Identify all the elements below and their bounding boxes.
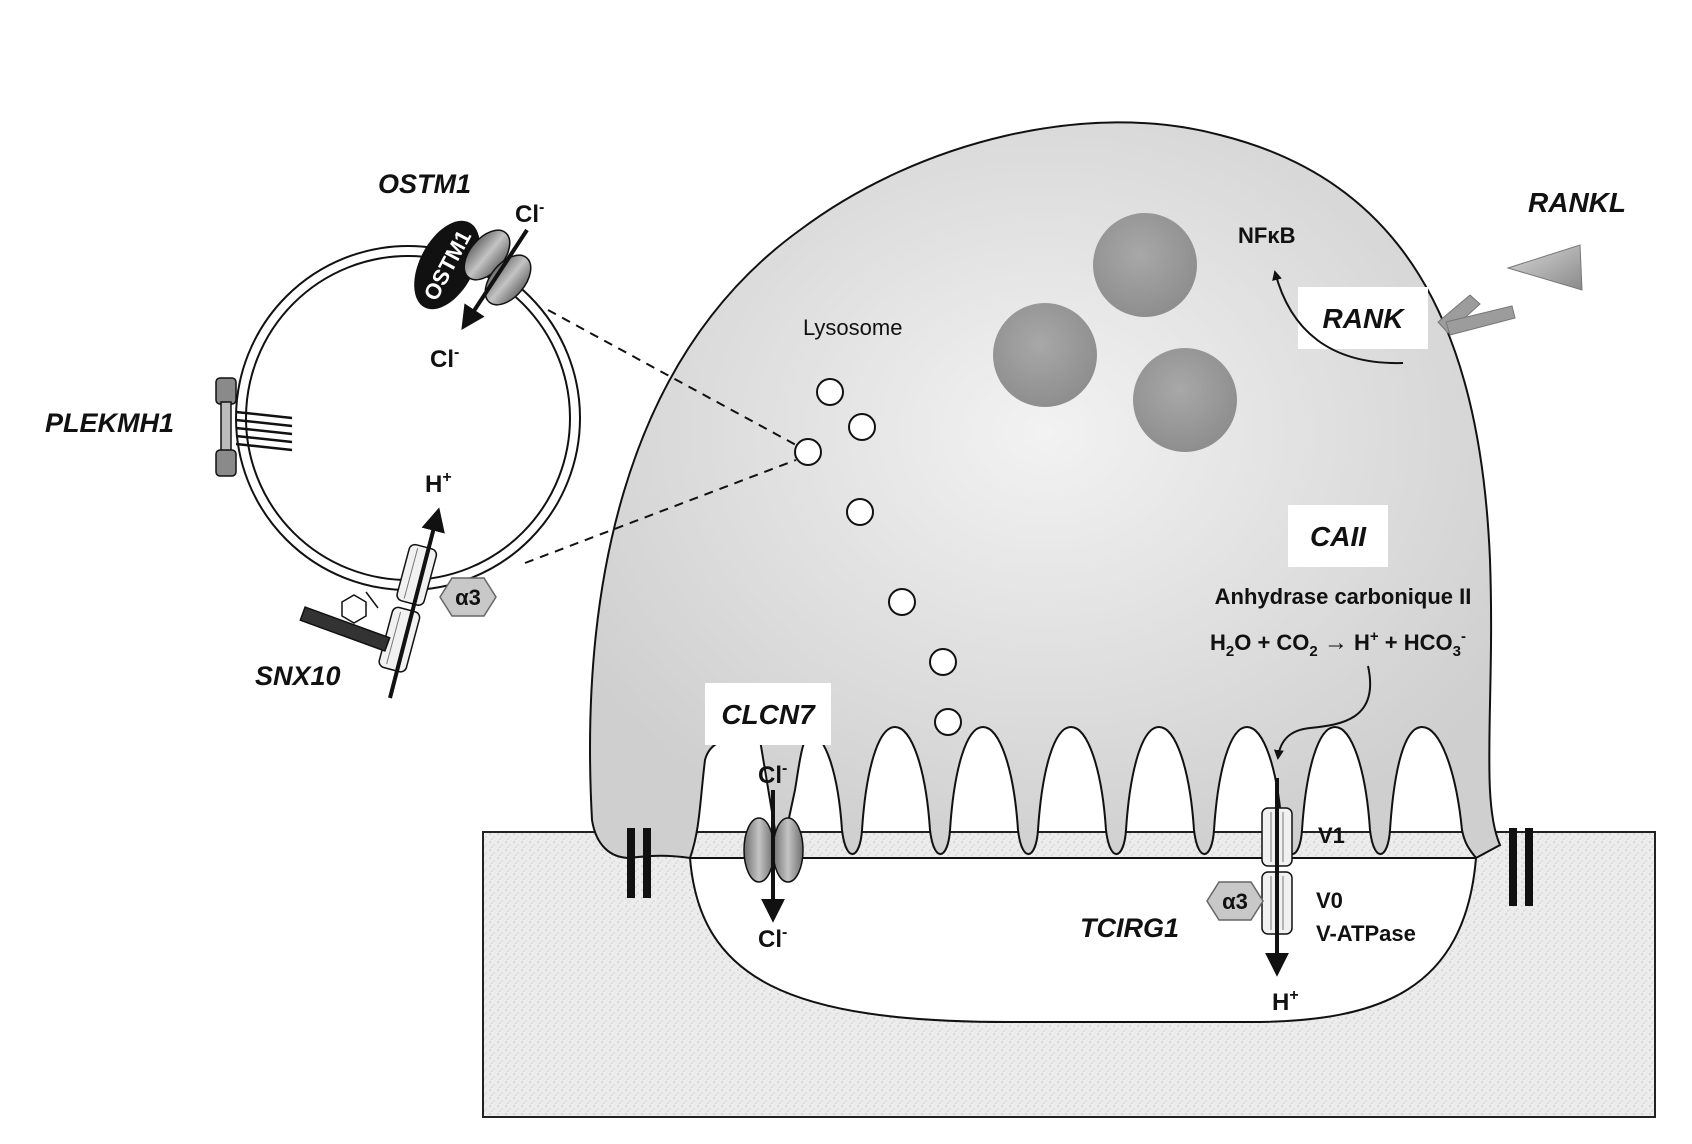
lysosome <box>848 413 876 441</box>
vatpase-label: V-ATPase <box>1316 921 1416 946</box>
lysosome-vesicles <box>794 378 962 736</box>
lysosome-label: Lysosome <box>803 315 902 340</box>
h-plus-vesicle-label: H+ <box>425 469 452 498</box>
rank-label: RANK <box>1323 303 1406 334</box>
nucleus <box>993 303 1097 407</box>
clc7-vesicle-channel <box>461 228 532 331</box>
plekmh1-protein <box>215 377 293 477</box>
clcn7-label: CLCN7 <box>721 699 816 730</box>
sealing-zone-left <box>627 828 651 898</box>
rank-receptor <box>1437 294 1516 336</box>
snx10-label: SNX10 <box>255 661 341 691</box>
v1-label: V1 <box>1318 823 1345 848</box>
alpha3-membrane-label: α3 <box>1222 889 1248 914</box>
cl-in-label: Cl- <box>758 760 787 789</box>
clcn7-label-box <box>705 683 831 745</box>
rankl-label: RANKL <box>1528 187 1626 218</box>
rank-signal-arrow <box>1272 270 1404 365</box>
nfkb-label: NFκB <box>1238 223 1295 248</box>
lysosome <box>934 708 962 736</box>
lysosome <box>794 438 822 466</box>
rankl-ligand <box>1506 244 1583 291</box>
sealing-zone-right <box>1509 828 1533 906</box>
cl-bottom-label: Cl- <box>430 344 459 373</box>
anhydrase-label: Anhydrase carbonique II <box>1215 584 1472 609</box>
zoom-line-bottom <box>524 459 797 564</box>
alpha3-vesicle-hexagon <box>439 577 497 617</box>
h-plus-out-label: H+ <box>1272 987 1299 1016</box>
nucleus <box>1093 213 1197 317</box>
reaction-equation: H2O + CO2 → H+ + HCO3- <box>1210 628 1466 660</box>
tcirg1-label: TCIRG1 <box>1080 913 1179 943</box>
cl-top-label: Cl- <box>515 199 544 228</box>
clcn7-channel <box>743 790 804 923</box>
caii-label: CAII <box>1310 521 1367 552</box>
cl-out-label: Cl- <box>758 924 787 953</box>
proton-arrow-vesicle <box>388 507 445 699</box>
v0-label: V0 <box>1316 888 1343 913</box>
alpha3-vesicle-label: α3 <box>455 585 481 610</box>
snx10-protein <box>299 591 391 652</box>
osteoclast-cell <box>589 121 1502 861</box>
ostm1-label: OSTM1 <box>378 169 471 199</box>
lysosome <box>816 378 844 406</box>
lysosome <box>929 648 957 676</box>
nucleus <box>1133 348 1237 452</box>
lysosome <box>888 588 916 616</box>
alpha3-membrane-hexagon <box>1206 881 1264 921</box>
rank-label-box <box>1298 287 1428 349</box>
caii-label-box <box>1288 505 1388 567</box>
lysosome-membrane-inner <box>245 255 571 581</box>
plekmh1-label: PLEKMH1 <box>45 408 174 438</box>
lysosome <box>846 498 874 526</box>
caii-proton-arrow <box>1273 665 1371 760</box>
